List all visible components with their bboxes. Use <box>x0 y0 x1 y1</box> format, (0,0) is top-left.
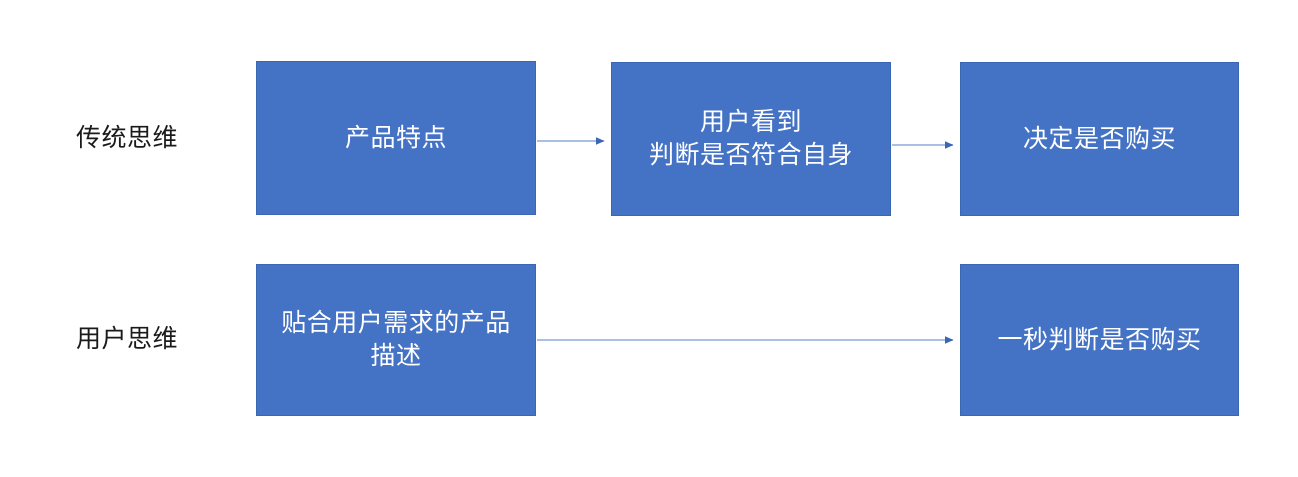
node-purchase-decision-label: 决定是否购买 <box>1022 124 1176 153</box>
node-product-features[interactable]: 产品特点 <box>256 61 536 215</box>
row-label-user-thinking: 用户思维 <box>76 325 179 353</box>
node-user-centric-description[interactable]: 贴合用户需求的产品 描述 <box>256 264 536 416</box>
node-user-sees-label-line1: 用户看到 <box>699 108 802 136</box>
node-user-centric-description-text: 贴合用户需求的产品 描述 <box>281 307 511 373</box>
node-user-centric-description-label-line2: 描述 <box>370 342 422 370</box>
node-user-sees-label-line2: 判断是否符合自身 <box>648 141 853 169</box>
node-product-features-label: 产品特点 <box>344 123 447 152</box>
node-user-sees[interactable]: 用户看到 判断是否符合自身 <box>611 62 891 216</box>
node-purchase-decision[interactable]: 决定是否购买 <box>960 62 1239 216</box>
node-user-sees-text: 用户看到 判断是否符合自身 <box>649 106 853 172</box>
node-user-centric-description-label-line1: 贴合用户需求的产品 <box>281 309 511 337</box>
node-instant-decision[interactable]: 一秒判断是否购买 <box>960 264 1239 416</box>
node-instant-decision-label: 一秒判断是否购买 <box>997 325 1202 354</box>
row-label-traditional-thinking: 传统思维 <box>76 124 179 152</box>
